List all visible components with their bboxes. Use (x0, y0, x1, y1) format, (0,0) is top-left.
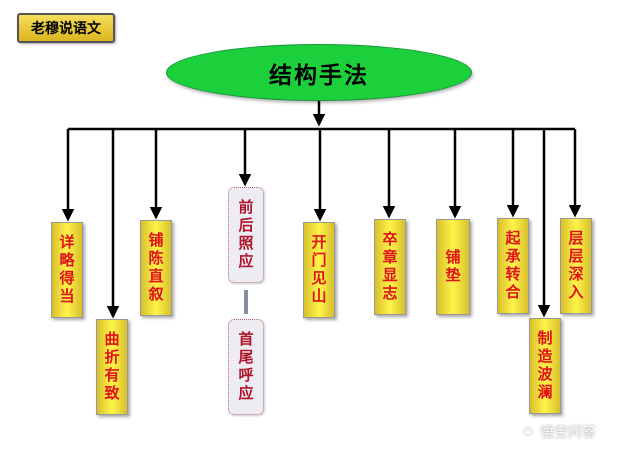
node-xiangluededang: 详略得当 (51, 222, 83, 318)
watermark-text: 悟空问答 (540, 425, 596, 441)
node-pudian: 铺垫 (436, 219, 470, 315)
node-qianhouzhaoying: 前后照应 (228, 187, 264, 283)
author-tag: 老穆说语文 (17, 13, 115, 43)
root-node: 结构手法 (166, 44, 472, 101)
node-kaimenjianshan: 开门见山 (303, 222, 335, 318)
node-zuzhangxianzhi: 卒章显志 (374, 219, 406, 315)
link-bar (244, 290, 248, 314)
watermark: ● 悟空问答 (520, 423, 596, 441)
node-puchenzhixu: 铺陈直叙 (140, 220, 172, 316)
node-cengcengshenru: 层层深入 (560, 218, 592, 314)
node-shouweihuying: 首尾呼应 (228, 319, 264, 415)
node-quzheyouzhi: 曲折有致 (96, 319, 128, 415)
chat-bubble-icon: ● (520, 424, 536, 440)
node-qichengzhuanhe: 起承转合 (497, 218, 529, 314)
node-zhizaobolan: 制造波澜 (529, 318, 561, 414)
